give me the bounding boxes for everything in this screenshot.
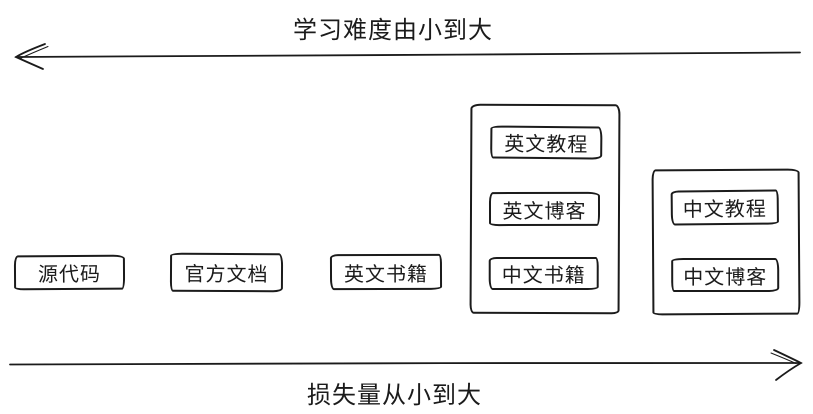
chinese-blogs-box: 中文博客 <box>671 257 780 293</box>
chinese-tutorials-box: 中文教程 <box>670 189 779 226</box>
english-tutorials-label: 英文教程 <box>504 133 589 157</box>
chinese-tutorials-label: 中文教程 <box>682 198 767 222</box>
chinese-books-label: 中文书籍 <box>501 264 586 288</box>
english-blogs-label: 英文博客 <box>502 200 587 223</box>
source-code-label: 源代码 <box>37 263 102 287</box>
difficulty-axis-label: 学习难度由小到大 <box>293 17 493 44</box>
english-blogs-box: 英文博客 <box>488 191 601 227</box>
left-arrow-icon <box>14 43 801 70</box>
source-code-box: 源代码 <box>13 254 126 291</box>
english-books-box: 英文书籍 <box>329 253 443 291</box>
english-tutorials-box: 英文教程 <box>490 125 603 160</box>
chinese-blogs-label: 中文博客 <box>683 266 768 289</box>
english-books-label: 英文书籍 <box>343 263 429 286</box>
mixed-resources-group: 英文教程 英文博客 中文书籍 <box>469 103 621 315</box>
right-arrow-icon <box>9 349 803 381</box>
chinese-resources-group: 中文教程 中文博客 <box>651 168 801 316</box>
chinese-books-box: 中文书籍 <box>488 256 599 291</box>
loss-axis-label: 损失量从小到大 <box>307 382 482 409</box>
official-docs-label: 官方文档 <box>184 263 269 287</box>
official-docs-box: 官方文档 <box>169 252 284 293</box>
